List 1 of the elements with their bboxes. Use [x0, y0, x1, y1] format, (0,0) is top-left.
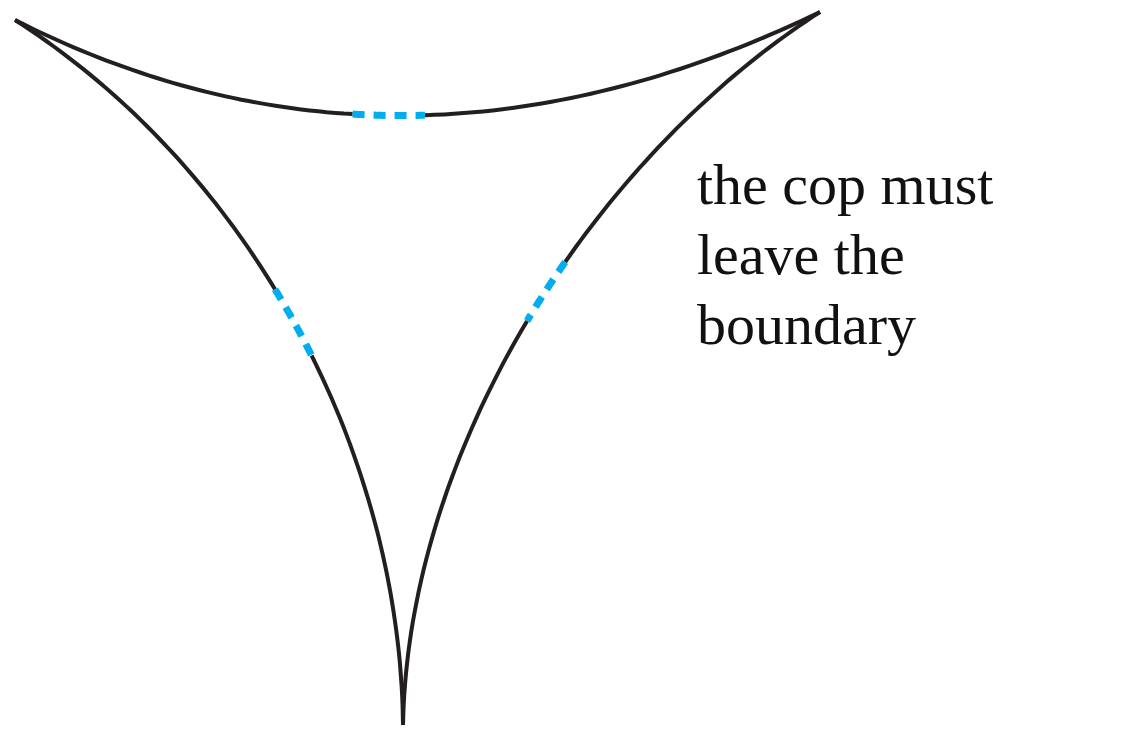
annotation-text: the cop must leave the boundary	[697, 151, 995, 359]
